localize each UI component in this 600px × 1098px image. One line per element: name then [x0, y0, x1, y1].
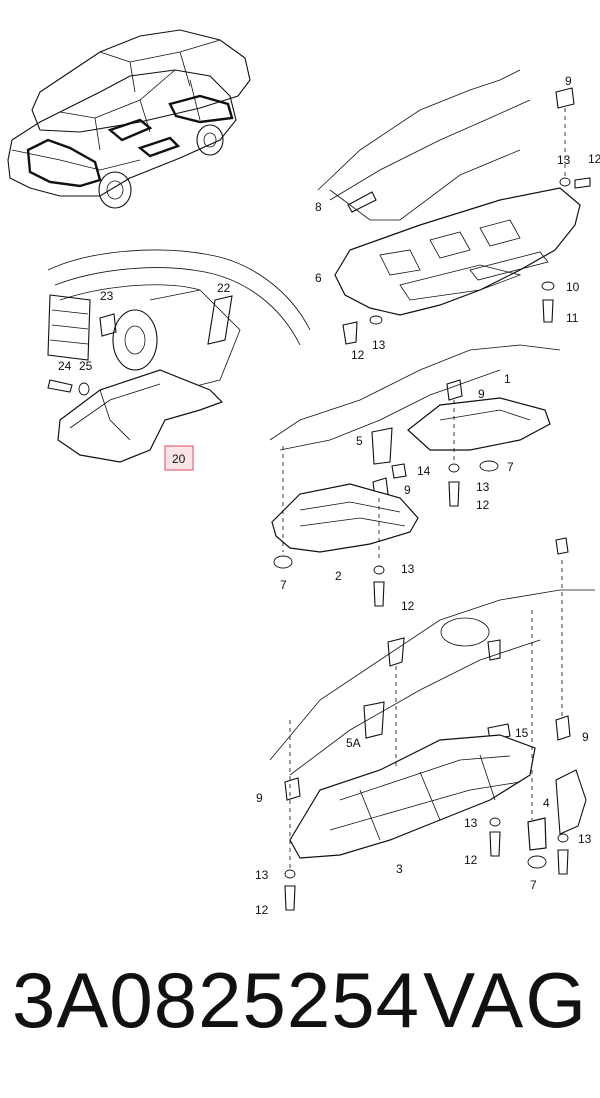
- callout-12d: 12: [401, 599, 415, 613]
- callout-2: 2: [335, 569, 342, 583]
- callout-9a: 9: [565, 74, 572, 88]
- callout-5a: 5A: [346, 736, 361, 750]
- callout-7c: 7: [530, 878, 537, 892]
- parts-diagram: 1 2 3 4 5 5A 6 7 7 7 8 9 9 9 9 9 10 11 1…: [7, 29, 600, 917]
- callout-12f: 12: [464, 853, 478, 867]
- callout-12c: 12: [476, 498, 490, 512]
- callout-3: 3: [396, 862, 403, 876]
- lower-shield-assembly: [269, 537, 595, 911]
- callout-9d: 9: [256, 791, 263, 805]
- callout-1: 1: [504, 372, 511, 386]
- wheel-arch-detail: [47, 249, 311, 463]
- callout-10: 10: [566, 280, 580, 294]
- callout-14: 14: [417, 464, 431, 478]
- callout-12e: 12: [255, 903, 269, 917]
- callout-22: 22: [217, 281, 231, 295]
- callout-labels: 1 2 3 4 5 5A 6 7 7 7 8 9 9 9 9 9 10 11 1…: [58, 74, 600, 917]
- callout-13e: 13: [255, 868, 269, 882]
- car-overview-illustration: [7, 29, 251, 209]
- callout-8: 8: [315, 200, 322, 214]
- callout-23: 23: [100, 289, 114, 303]
- callout-13b: 13: [372, 338, 386, 352]
- callout-7b: 7: [280, 578, 287, 592]
- callout-6: 6: [315, 271, 322, 285]
- callout-13d: 13: [401, 562, 415, 576]
- callout-5: 5: [356, 434, 363, 448]
- callout-12b: 12: [351, 348, 365, 362]
- footer: 3A0825254 VAG: [0, 955, 600, 1085]
- callout-13c: 13: [476, 480, 490, 494]
- callout-9b: 9: [478, 387, 485, 401]
- callout-13g: 13: [578, 832, 592, 846]
- callout-20: 20: [172, 452, 186, 466]
- brand-name: VAG: [423, 956, 588, 1044]
- callout-4: 4: [543, 796, 550, 810]
- middle-shield-assembly: [269, 344, 561, 607]
- callout-12a: 12: [588, 152, 600, 166]
- callout-9c: 9: [404, 483, 411, 497]
- upper-shield-assembly: [317, 69, 591, 345]
- callout-24: 24: [58, 359, 72, 373]
- callout-11: 11: [566, 311, 579, 325]
- callout-13f: 13: [464, 816, 478, 830]
- callout-25: 25: [79, 359, 93, 373]
- callout-9e: 9: [582, 730, 589, 744]
- highlight-box-20: [164, 445, 194, 471]
- callout-13a: 13: [557, 153, 571, 167]
- part-number: 3A0825254: [12, 956, 421, 1044]
- callout-7a: 7: [507, 460, 514, 474]
- callout-15: 15: [515, 726, 529, 740]
